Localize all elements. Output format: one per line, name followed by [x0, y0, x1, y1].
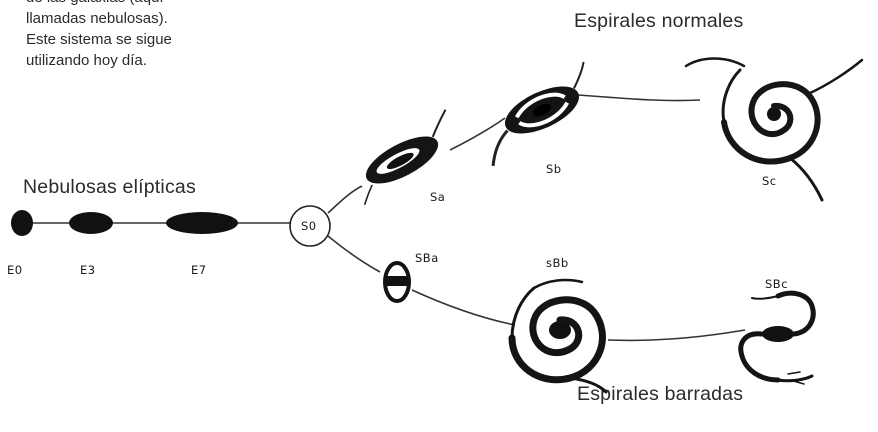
galaxy-sc — [684, 57, 864, 202]
caption-line: de las galaxias (aquí — [26, 0, 236, 8]
connector-sa-sb — [449, 117, 506, 151]
caption-line: llamadas nebulosas). — [26, 10, 168, 27]
connector-lines — [28, 94, 746, 342]
galaxy-e0 — [11, 210, 33, 236]
caption-line: Este sistema se sigue — [26, 31, 172, 48]
label-sc: Sc — [762, 174, 777, 188]
galaxy-sbc — [738, 290, 816, 385]
galaxy-sa — [363, 109, 447, 206]
galaxy-sb — [491, 61, 585, 167]
connector-s0-sa — [327, 185, 363, 214]
normal-spirals-group-label: Espirales normales — [574, 10, 744, 32]
connector-sbb-sbc — [607, 329, 746, 342]
label-e3: E3 — [80, 263, 96, 277]
connector-sba-sbb — [411, 289, 516, 326]
elliptical-group-label: Nebulosas elípticas — [23, 176, 196, 198]
galaxy-sba — [383, 261, 411, 303]
galaxy-sbb — [508, 278, 608, 394]
label-s0: S0 — [301, 219, 317, 233]
label-sb: Sb — [546, 162, 562, 176]
galaxy-e7 — [166, 212, 238, 234]
galaxy-e3 — [69, 212, 113, 234]
connector-s0-sba — [327, 235, 381, 273]
barred-spirals-group-label: Espirales barradas — [577, 383, 744, 405]
label-sba: SBa — [415, 251, 439, 265]
label-e7: E7 — [191, 263, 207, 277]
caption-line: utilizando hoy día. — [26, 52, 147, 69]
label-e0: E0 — [7, 263, 23, 277]
label-sbb: sBb — [546, 256, 569, 270]
galaxy-s0 — [289, 205, 331, 247]
caption-text: de las galaxias (aquí llamadas nebulosas… — [26, 0, 236, 71]
connector-sb-sc — [577, 94, 701, 102]
label-sa: Sa — [430, 190, 445, 204]
label-sbc: SBc — [765, 277, 788, 291]
